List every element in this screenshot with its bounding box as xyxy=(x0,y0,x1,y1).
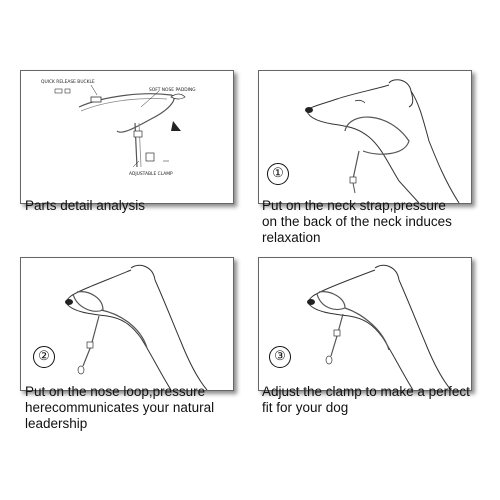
clamp-part xyxy=(145,152,155,162)
parts-caption: Parts detail analysis xyxy=(25,198,146,213)
step-2-caption: Put on the nose loop,pressure herecommun… xyxy=(25,384,255,432)
dog-clamp-illustration xyxy=(307,264,452,390)
buckle-label: QUICK RELEASE BUCKLE xyxy=(41,79,95,85)
buckle-part xyxy=(90,96,102,103)
step-1-caption: Put on the neck strap,pressure on the ba… xyxy=(262,198,492,246)
dog-nose-loop-illustration xyxy=(65,264,208,390)
caption-line: Adjust the clamp to make a perfect xyxy=(262,384,470,399)
step-3-caption: Adjust the clamp to make a perfect fit f… xyxy=(262,384,492,416)
clamp-label: ADJUSTABLE CLAMP xyxy=(129,171,173,177)
parts-diagram-panel: QUICK RELEASE BUCKLE SOFT NOSE PADDING A… xyxy=(20,70,234,204)
caption-line: Put on the neck strap,pressure xyxy=(262,198,446,213)
caption-line: on the back of the neck induces xyxy=(262,214,452,229)
step-number-1: ① xyxy=(267,163,289,185)
step-2-panel: ② xyxy=(20,257,234,391)
dog-neck-strap-illustration xyxy=(305,79,460,203)
step-number-3: ③ xyxy=(269,346,291,368)
caption-line: Put on the nose loop,pressure xyxy=(25,384,206,399)
caption-line: fit for your dog xyxy=(262,400,349,415)
caption-line: leadership xyxy=(25,416,88,431)
step-number-2: ② xyxy=(33,346,55,368)
caption-line: herecommunicates your natural xyxy=(25,400,215,415)
parts-diagram: QUICK RELEASE BUCKLE SOFT NOSE PADDING A… xyxy=(41,79,196,177)
step-1-panel: ① xyxy=(258,70,472,204)
padding-label: SOFT NOSE PADDING xyxy=(149,87,196,93)
step-3-panel: ③ xyxy=(258,257,472,391)
padding-part xyxy=(170,93,186,100)
caption-line: relaxation xyxy=(262,230,321,245)
